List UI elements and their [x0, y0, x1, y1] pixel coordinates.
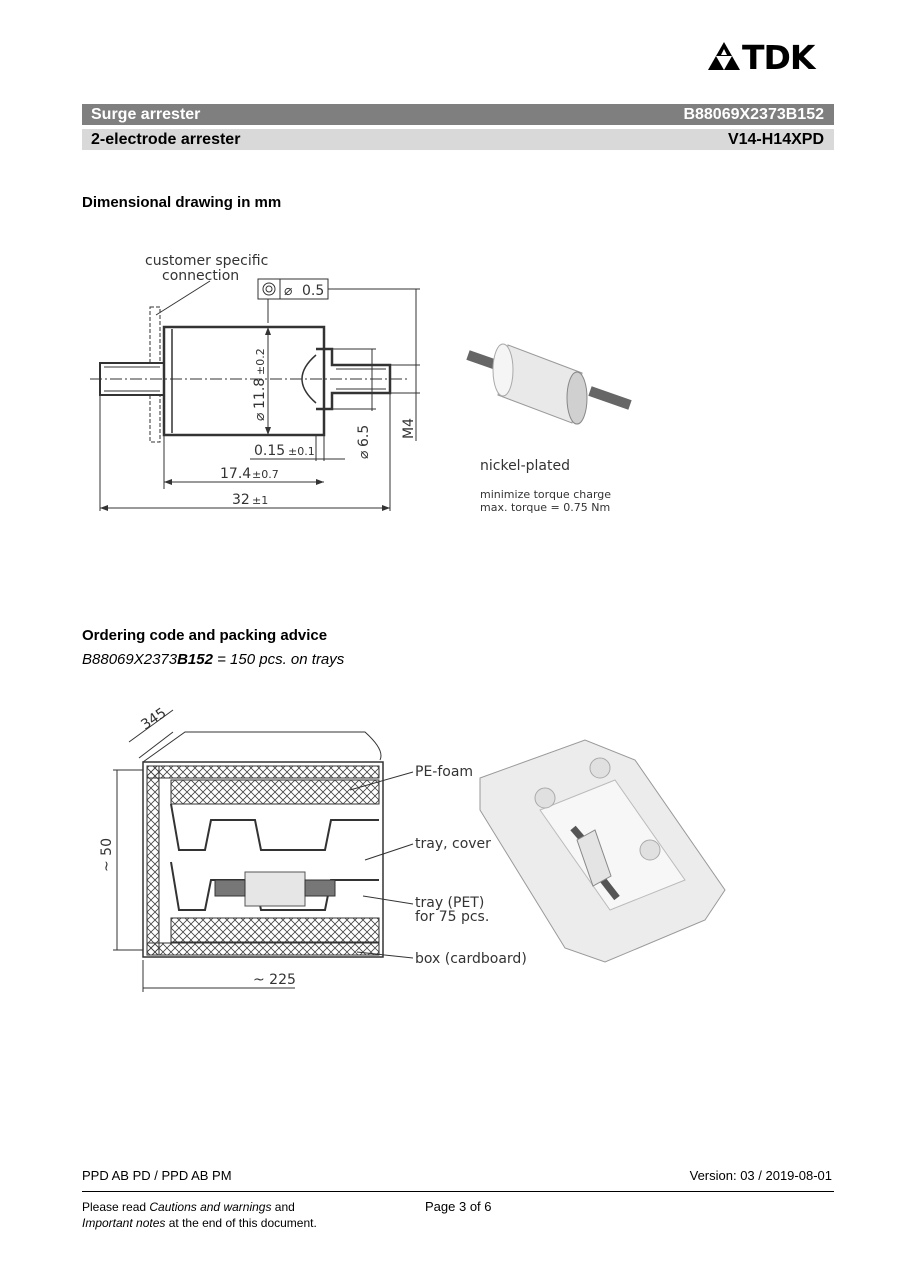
brand-name: TDK: [742, 38, 817, 74]
label-pe-foam: PE-foam: [415, 764, 473, 780]
footer-dept: PPD AB PD / PPD AB PM: [82, 1168, 232, 1183]
header-bar-secondary: 2-electrode arrester V14-H14XPD: [82, 129, 834, 150]
label-thread: M4: [401, 418, 417, 439]
header-bar-primary: Surge arrester B88069X2373B152: [82, 104, 834, 125]
label-dim-50: ~ 50: [99, 838, 115, 872]
ordering-code-bold: B152: [177, 651, 213, 668]
label-dia-body-tol: ±0.2: [254, 348, 267, 375]
footer-version: Version: 03 / 2019-08-01: [689, 1168, 832, 1183]
label-len-body-tol: ±0.7: [252, 468, 279, 481]
label-dia-body: 11.8: [252, 378, 268, 409]
product-variant: V14-H14XPD: [727, 130, 824, 148]
tray-3d-image: [479, 739, 726, 963]
label-tolerance: 0.5: [302, 283, 324, 299]
footer-cautions-link: Cautions and warnings: [149, 1200, 272, 1214]
ordering-code-prefix: B88069X2373: [82, 651, 178, 668]
arrester-3d-image: [466, 343, 632, 425]
tdk-logo-emblem-icon: TDK: [708, 38, 818, 77]
product-subtype: 2-electrode arrester: [91, 130, 241, 148]
footer-note-end: at the end of this document.: [165, 1216, 317, 1230]
label-customer-2: connection: [162, 268, 239, 284]
label-gap: 0.15: [254, 443, 285, 459]
label-dia-inner: 6.5: [356, 425, 372, 447]
label-dim-225: ~ 225: [253, 972, 296, 988]
label-gap-tol: ±0.1: [288, 445, 315, 458]
footer-note: Please read Cautions and warnings and Im…: [82, 1199, 412, 1231]
label-len-total-tol: ±1: [252, 494, 268, 507]
diameter-symbol-icon: ⌀: [284, 283, 293, 299]
page-number: Page 3 of 6: [425, 1199, 492, 1214]
ordering-section-title: Ordering code and packing advice: [82, 627, 328, 644]
packing-drawing: 345 ~ 50 ~ 225 PE-foam tray, cover tray …: [99, 705, 726, 992]
label-len-body: 17.4: [220, 466, 251, 482]
label-dim-345: 345: [138, 705, 169, 733]
label-tray-pet-2: for 75 pcs.: [415, 909, 489, 925]
diameter-symbol-icon: ⌀: [356, 450, 372, 459]
part-number: B88069X2373B152: [683, 105, 824, 123]
label-tray-pet-1: tray (PET): [415, 895, 484, 911]
footer-note-and: and: [271, 1200, 295, 1214]
label-customer-1: customer specific: [145, 253, 268, 269]
label-box: box (cardboard): [415, 951, 527, 967]
label-note-2: max. torque = 0.75 Nm: [480, 501, 610, 514]
footer-note-prefix: Please read: [82, 1200, 150, 1214]
diameter-symbol-icon: ⌀: [252, 412, 268, 421]
product-name: Surge arrester: [91, 105, 201, 123]
dimensional-drawing: customer specific connection ⌀ 0.5 ⌀ 11.…: [90, 253, 632, 514]
footer-divider: [82, 1191, 834, 1192]
drawing-section-title: Dimensional drawing in mm: [82, 194, 282, 211]
ordering-code-line: B88069X2373B152 = 150 pcs. on trays: [82, 651, 344, 668]
label-len-total: 32: [232, 492, 250, 508]
ordering-code-suffix: = 150 pcs. on trays: [212, 651, 345, 668]
label-finish: nickel-plated: [480, 458, 570, 474]
label-tray-cover: tray, cover: [415, 836, 491, 852]
tdk-logo: TDK: [708, 38, 838, 77]
label-note-1: minimize torque charge: [480, 488, 611, 501]
footer-important-link: Important notes: [82, 1216, 166, 1230]
